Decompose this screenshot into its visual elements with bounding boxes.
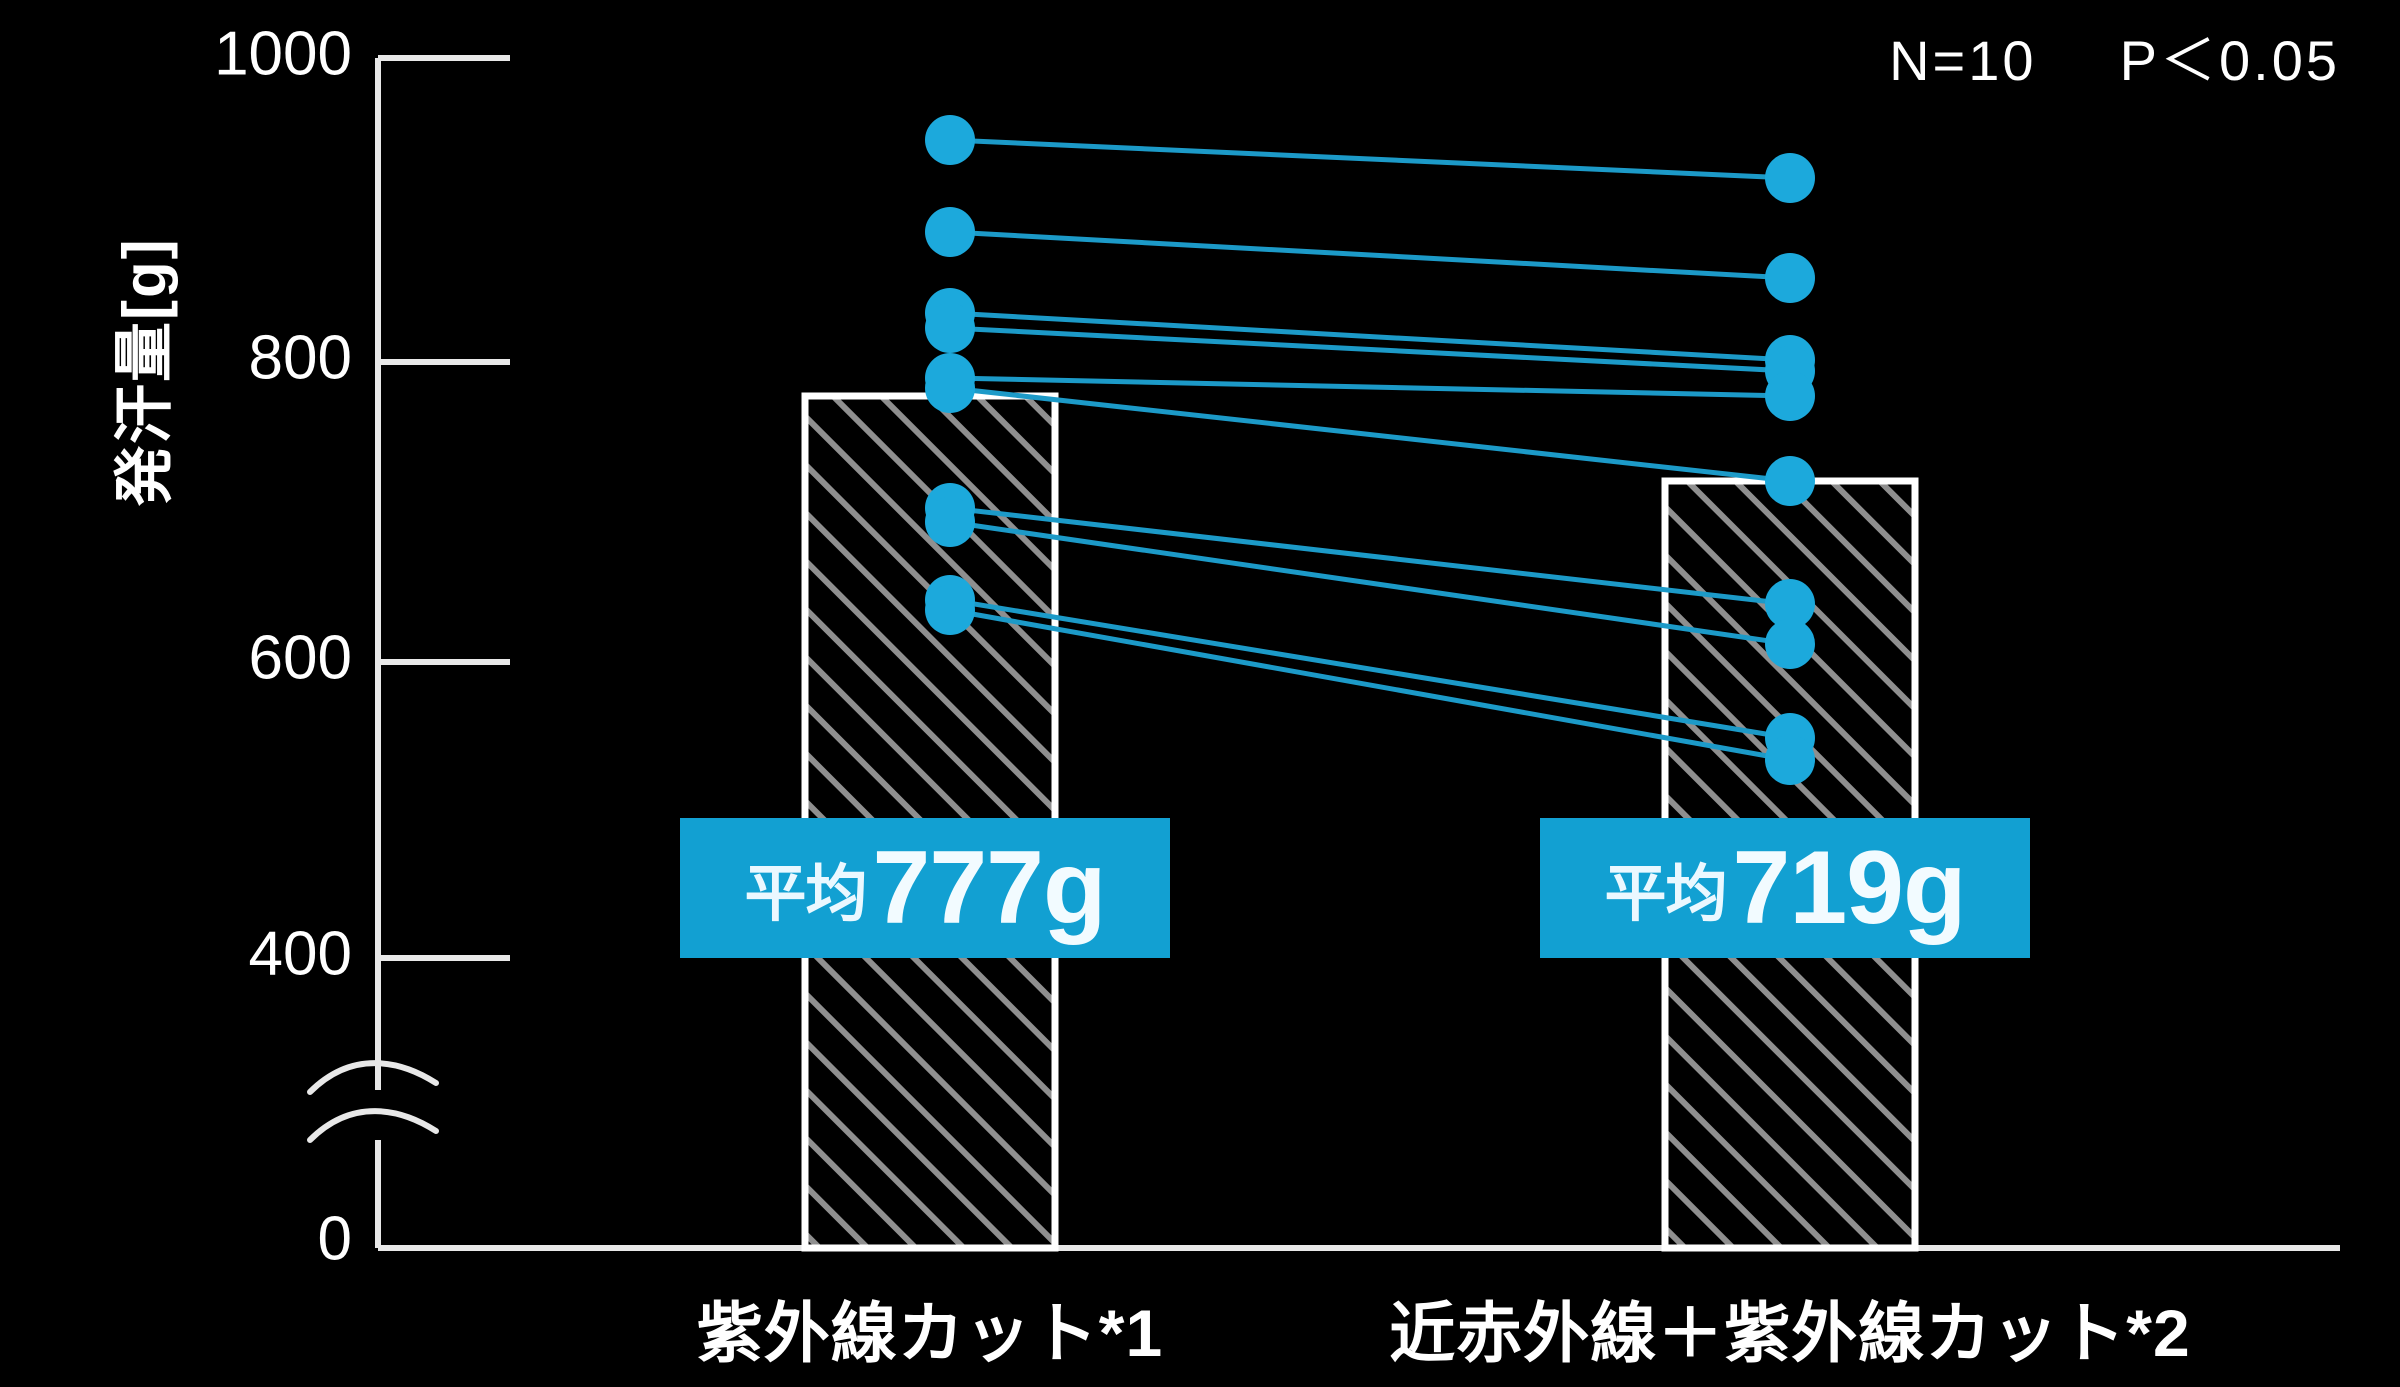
pair-line-4 — [949, 325, 1791, 374]
mean-badge-ir-uv-cut: 平均 719g — [1540, 818, 2030, 958]
dot-left-8 — [925, 497, 975, 547]
dot-left-10 — [925, 585, 975, 635]
dot-right-10 — [1765, 735, 1815, 785]
pair-line-7 — [949, 505, 1791, 607]
dot-left-6 — [925, 363, 975, 413]
pair-line-9 — [949, 597, 1791, 741]
paired-lines-group — [949, 137, 1791, 763]
y-tick-label-400: 400 — [249, 919, 352, 988]
dot-left-2 — [925, 207, 975, 257]
dot-right-8 — [1765, 619, 1815, 669]
mean-prefix-1: 平均 — [744, 860, 867, 929]
mean-value-1: 777g — [872, 830, 1106, 946]
category-label-ir-uv-cut: 近赤外線＋紫外線カット*2 — [1389, 1296, 2191, 1370]
pair-line-8 — [949, 519, 1791, 647]
y-axis — [307, 55, 510, 1248]
dot-left-4 — [925, 303, 975, 353]
y-tick-label-600: 600 — [249, 623, 352, 692]
dot-left-1 — [925, 115, 975, 165]
statistics-note: N=10 P＜0.05 — [1889, 16, 2340, 97]
y-tick-label-1000: 1000 — [214, 19, 352, 88]
pair-line-3 — [949, 310, 1791, 363]
p-value-label: P＜0.05 — [2119, 29, 2340, 92]
dot-right-7 — [1765, 579, 1815, 629]
y-tick-label-0: 0 — [318, 1204, 352, 1273]
sample-size-label: N=10 — [1889, 29, 2037, 92]
mean-badge-uv-cut: 平均 777g — [680, 818, 1170, 958]
dot-right-6 — [1765, 456, 1815, 506]
pair-line-5 — [949, 375, 1791, 399]
axis-break-squiggle-icon — [307, 1060, 439, 1143]
y-axis-title: 発汗量[g] — [111, 237, 178, 506]
mean-value-2: 719g — [1732, 830, 1966, 946]
dot-right-2 — [1765, 253, 1815, 303]
pair-line-1 — [949, 137, 1791, 181]
mean-prefix-2: 平均 — [1604, 860, 1727, 929]
category-label-uv-cut: 紫外線カット*1 — [696, 1296, 1164, 1370]
y-tick-label-800: 800 — [249, 323, 352, 392]
dot-right-1 — [1765, 153, 1815, 203]
pair-line-10 — [949, 607, 1791, 763]
pair-line-2 — [949, 229, 1791, 281]
dots-group-uv-cut — [925, 115, 975, 635]
dots-group-ir-uv-cut — [1765, 153, 1815, 785]
pair-line-6 — [949, 385, 1791, 484]
dot-right-5 — [1765, 371, 1815, 421]
